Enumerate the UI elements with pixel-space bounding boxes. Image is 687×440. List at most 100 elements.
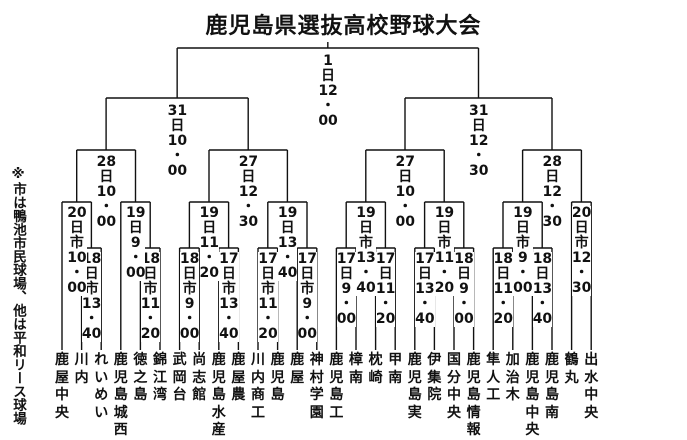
schedule-text: 市 [143,281,158,297]
schedule-text: 日 [170,118,185,134]
schedule-text: ・ [378,296,393,312]
schedule-text: ・ [496,296,511,312]
schedule-text: 17 [336,251,357,267]
schedule-text: 18 [493,251,513,267]
schedule-text: 日 [574,220,589,236]
schedule-text: 市 [69,235,84,251]
schedule-text: 11 [140,296,161,312]
schedule-text: 19 [434,205,455,221]
schedule-text: 27 [395,154,415,170]
schedule-text: 00 [297,326,317,342]
page-title: 鹿児島県選抜高校野球大会 [205,14,482,39]
schedule-text: 日 [221,266,236,282]
schedule-text: 10 [167,133,188,149]
schedule-text: 20 [571,205,592,221]
schedule-text: 市 [84,281,99,297]
schedule-text: 市 [182,281,197,297]
team-name: 鹿屋中央 [55,352,69,421]
schedule-text: 40 [356,280,376,296]
team-name: 加治木 [505,352,520,403]
schedule-text: ・ [417,296,432,312]
schedule-text: 40 [415,311,435,327]
schedule-text: 20 [434,280,455,296]
schedule-text: 19 [513,205,533,221]
schedule-text: 17 [297,251,317,267]
schedule-text: 17 [415,251,435,267]
schedule-text: ・ [359,265,374,281]
schedule-text: 19 [277,205,298,221]
schedule-text: 20 [199,265,219,281]
schedule-text: 17 [375,251,396,267]
schedule-text: ・ [241,199,256,215]
schedule-text: 市 [437,235,452,251]
schedule-text: 17 [219,251,239,267]
schedule-text: 13 [81,296,102,312]
schedule-text: 日 [300,266,315,282]
schedule-text: 19 [199,205,219,221]
schedule-text: 日 [143,266,158,282]
schedule-text: 19 [126,205,146,221]
schedule-text: ・ [84,311,99,327]
venue-note: ※市は鴨池市民球場、他は平和リース球場 [10,166,26,425]
schedule-text: 20 [140,326,161,342]
schedule-text: 市 [221,281,236,297]
schedule-text: 日 [398,169,413,185]
schedule-text: 12 [238,184,259,200]
schedule-text: 日 [69,220,84,236]
schedule-text: 日 [182,266,197,282]
schedule-text: 12 [318,83,338,99]
schedule-text: ・ [535,296,550,312]
schedule-text: ・ [515,265,530,281]
schedule-text: 日 [545,169,560,185]
schedule-text: ・ [221,311,236,327]
team-name: 隼人工 [486,352,501,403]
schedule-text: ・ [202,250,217,266]
schedule-text: ・ [128,250,143,266]
schedule-text: 20 [493,311,513,327]
team-name: 出水中央 [584,352,599,421]
schedule-text: ・ [182,311,197,327]
schedule-text: ・ [300,311,315,327]
schedule-text: 13 [415,281,435,297]
schedule-text: ・ [339,296,354,312]
schedule-text: 日 [535,266,550,282]
team-name: れいめい [94,352,109,421]
schedule-text: 11 [199,235,219,251]
schedule-text: 00 [318,113,338,129]
schedule-text: 日 [378,266,393,282]
schedule-text: 00 [454,311,474,327]
schedule-text: 20 [375,311,396,327]
schedule-text: 日 [471,118,486,134]
schedule-text: ・ [69,265,84,281]
schedule-text: ・ [574,265,589,281]
schedule-text: 10 [96,184,117,200]
schedule-text: 27 [238,154,259,170]
schedule-text: 10 [395,184,415,200]
team-name: 国分中央 [447,352,461,421]
schedule-text: 40 [532,311,553,327]
team-name: 鹿児島水産 [211,352,226,438]
team-name: 鹿児島実 [407,352,422,421]
schedule-text: 日 [496,266,511,282]
team-name: 鹿屋農 [231,352,246,403]
team-name: 鹿屋 [290,352,305,386]
schedule-text: 市 [574,235,589,251]
team-name: 鹿児島城西 [113,352,128,438]
team-name: 鶴丸 [564,352,579,386]
schedule-text: 00 [179,326,200,342]
